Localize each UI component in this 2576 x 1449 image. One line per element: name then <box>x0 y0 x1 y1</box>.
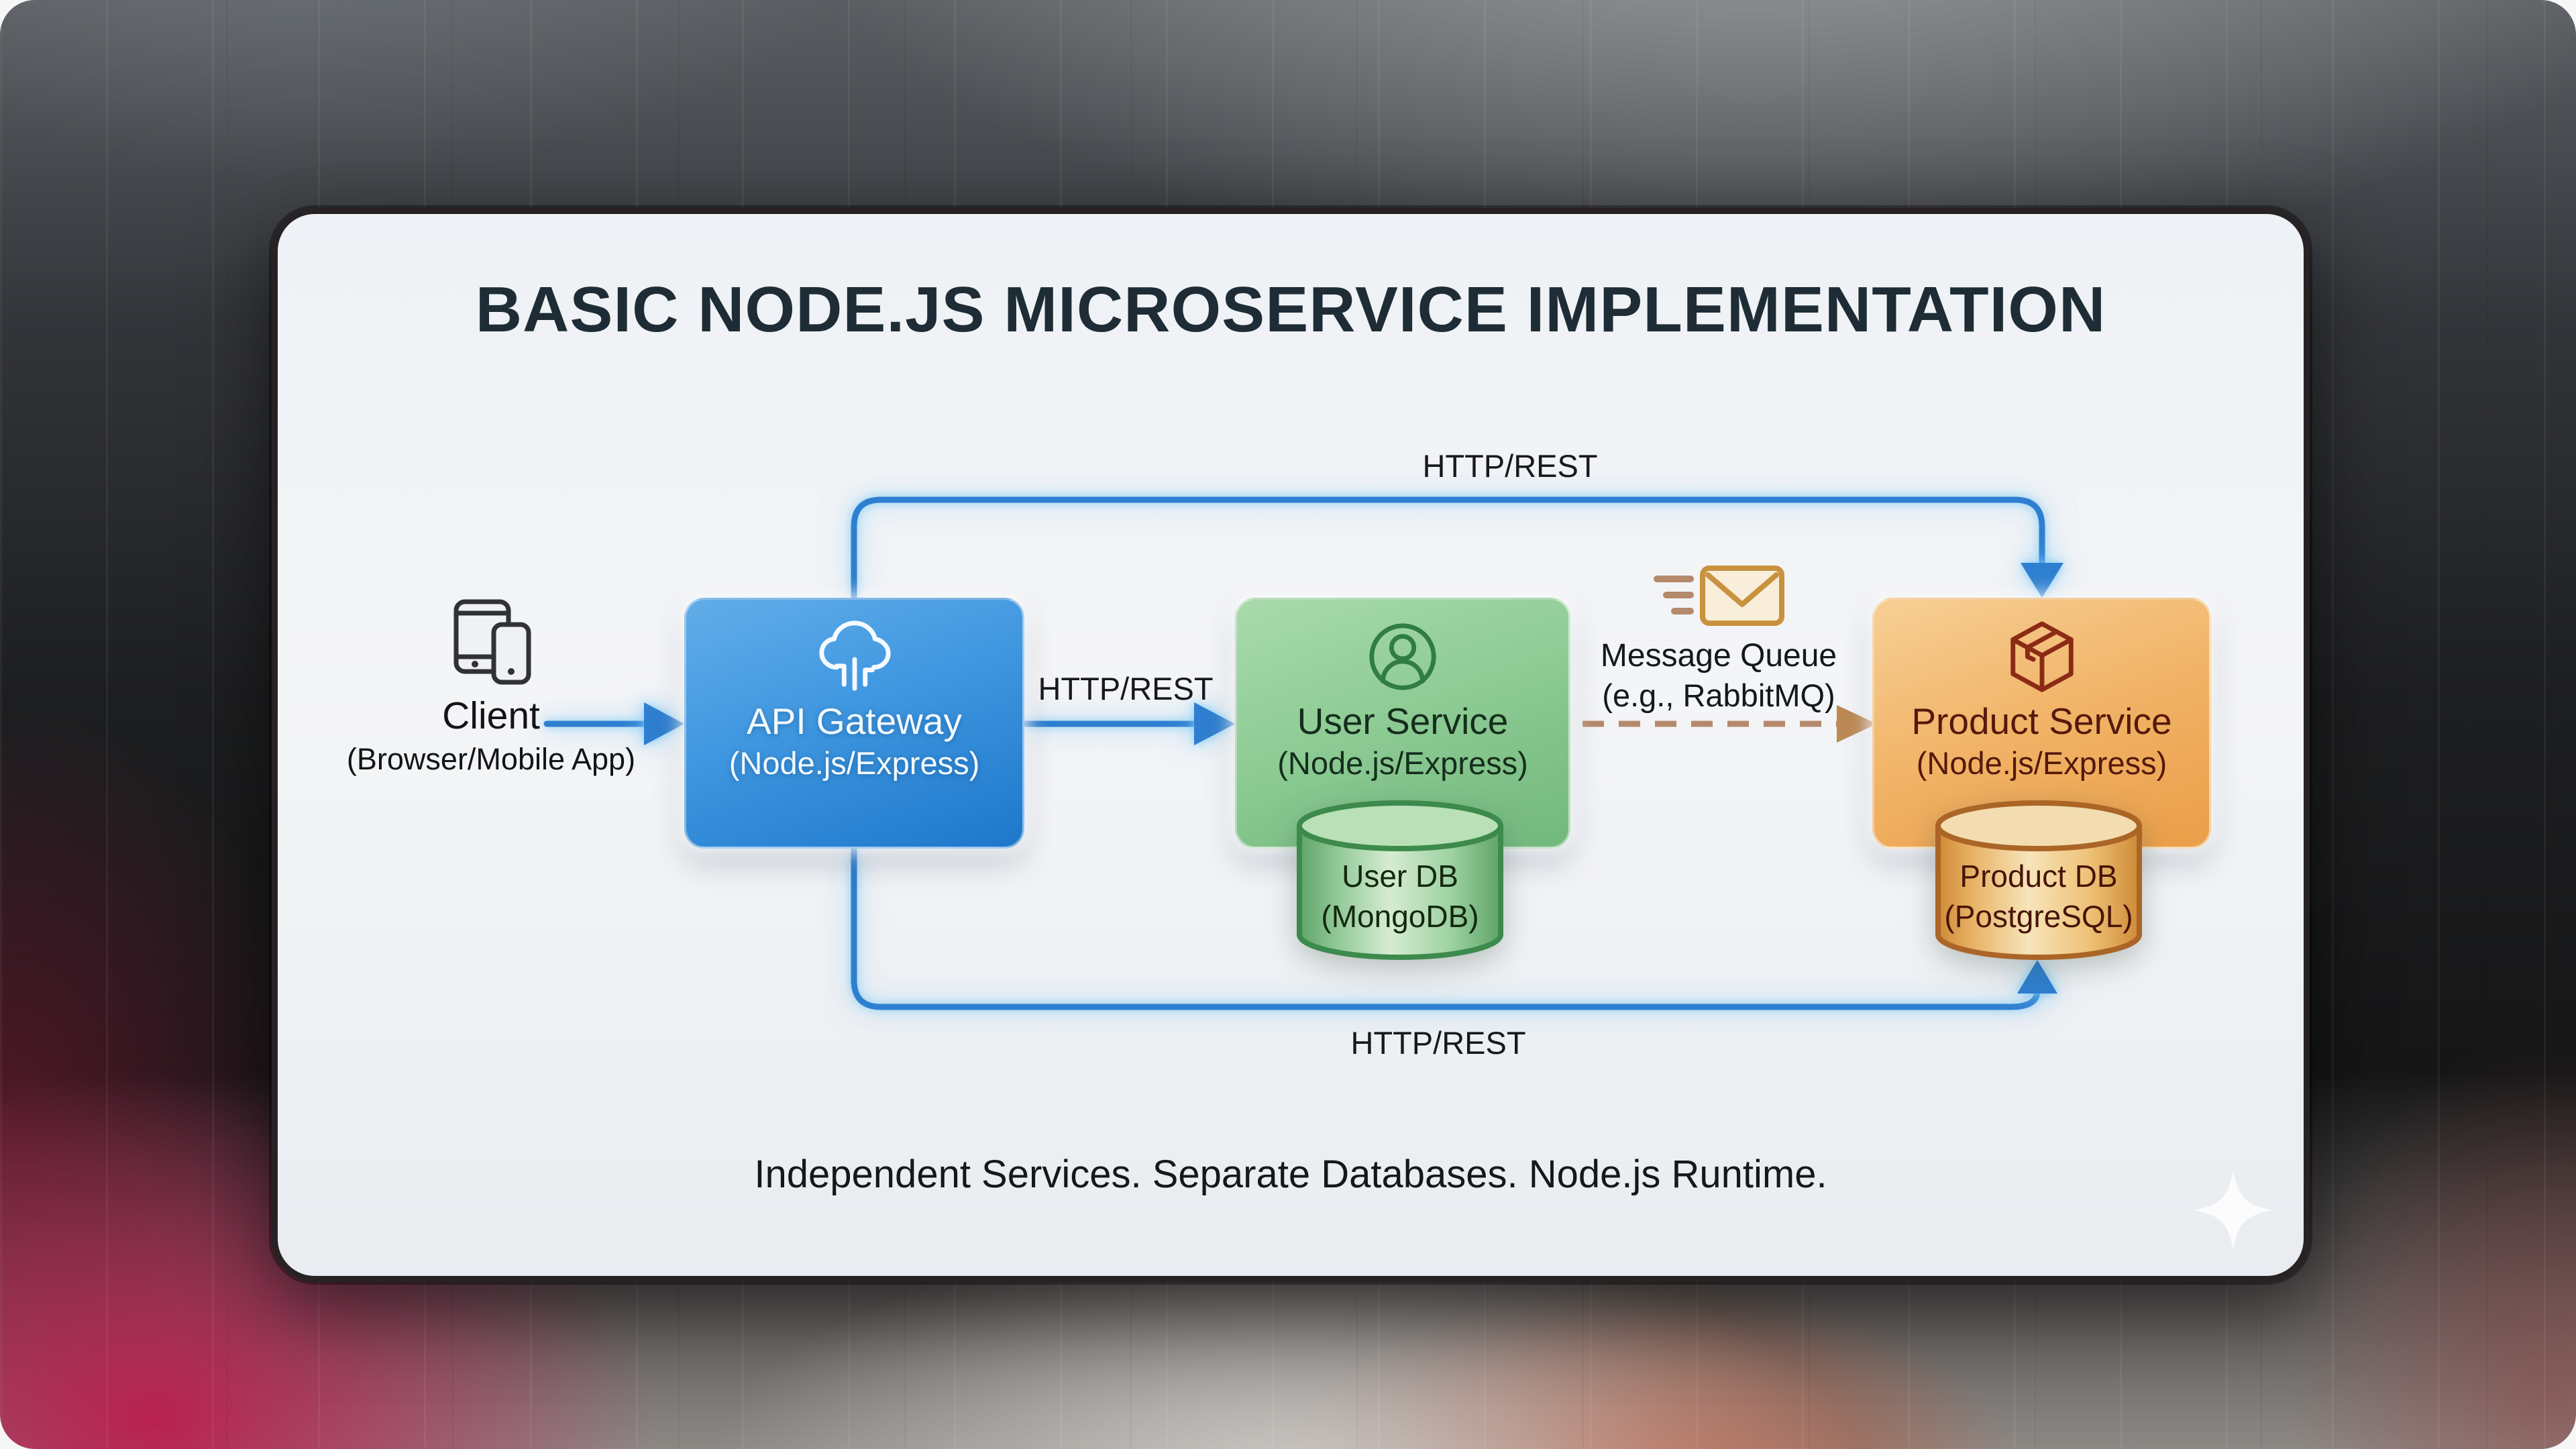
node-client: Client (Browser/Mobile App) <box>276 595 706 777</box>
database-cylinder-icon <box>1935 800 2142 960</box>
database-cylinder-icon <box>1297 800 1503 960</box>
product-db-label: Product DB <box>1960 859 2118 894</box>
sparkle-icon <box>2194 1171 2272 1249</box>
product-db-sublabel: (PostgreSQL) <box>1944 898 2133 934</box>
edge-gateway-product-top-line <box>851 496 2045 600</box>
page-title: BASIC NODE.JS MICROSERVICE IMPLEMENTATIO… <box>475 274 2106 345</box>
connector-lines <box>543 496 2063 1010</box>
edge-label-http-rest-bottom: HTTP/REST <box>1350 1025 1526 1061</box>
product-service-label: Product Service <box>1911 700 2172 742</box>
node-product-db: Product DB (PostgreSQL) <box>1931 799 2146 965</box>
user-db-label: User DB <box>1342 859 1458 894</box>
node-user-db: User DB (MongoDB) <box>1293 799 1507 965</box>
user-circle-icon <box>1369 623 1436 690</box>
edge-gateway-product-top-arrowhead <box>2021 563 2063 598</box>
user-service-label: User Service <box>1297 700 1509 742</box>
edge-label-http-rest-middle: HTTP/REST <box>1038 671 1214 706</box>
cloud-network-icon <box>818 621 891 691</box>
package-box-icon <box>2010 621 2074 692</box>
node-product-service: Product Service (Node.js/Express) <box>1872 598 2211 849</box>
node-message-queue: Message Queue (e.g., RabbitMQ) <box>1531 563 1907 714</box>
node-api-gateway: API Gateway (Node.js/Express) <box>684 598 1024 849</box>
edge-queue-arrowhead <box>1837 705 1877 743</box>
message-queue-label: Message Queue <box>1600 638 1837 674</box>
product-service-sublabel: (Node.js/Express) <box>1916 745 2167 782</box>
edge-gateway-product-bottom-line <box>851 847 2041 1010</box>
diagram-card: BASIC NODE.JS MICROSERVICE IMPLEMENTATIO… <box>272 208 2310 1282</box>
client-sublabel: (Browser/Mobile App) <box>346 742 636 776</box>
edge-gateway-product-bottom-arrowhead <box>2017 960 2057 994</box>
user-db-sublabel: (MongoDB) <box>1321 898 1479 934</box>
user-service-sublabel: (Node.js/Express) <box>1277 745 1528 782</box>
api-gateway-label: API Gateway <box>747 700 962 742</box>
envelope-fast-icon <box>1654 566 1784 626</box>
client-label: Client <box>442 694 540 737</box>
edge-label-http-rest-top: HTTP/REST <box>1422 448 1598 484</box>
edge-gateway-user-arrowhead <box>1194 702 1235 745</box>
edge-client-gateway-arrowhead <box>644 702 684 745</box>
devices-icon <box>453 599 531 685</box>
footer-tagline: Independent Services. Separate Databases… <box>754 1152 1827 1196</box>
api-gateway-sublabel: (Node.js/Express) <box>729 745 980 782</box>
message-queue-sublabel: (e.g., RabbitMQ) <box>1602 678 1835 713</box>
